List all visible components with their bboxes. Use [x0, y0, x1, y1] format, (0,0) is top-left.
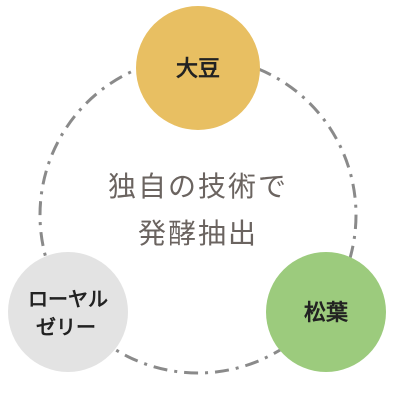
node-matsuba-label: 松葉 [304, 301, 349, 326]
center-text-line1: 独自の技術で [108, 170, 288, 203]
node-daizu: 大豆 [136, 6, 260, 130]
node-daizu-label: 大豆 [176, 57, 220, 82]
node-royal-jelly: ローヤル ゼリー [8, 252, 128, 372]
center-text-line2: 発酵抽出 [138, 217, 258, 250]
node-matsuba: 松葉 [266, 252, 386, 372]
node-royal-jelly-label-line2: ゼリー [36, 315, 96, 339]
node-royal-jelly-circle [8, 252, 128, 372]
node-matsuba-circle [266, 252, 386, 372]
node-royal-jelly-label-line1: ローヤル [28, 287, 108, 311]
node-daizu-circle [136, 6, 260, 130]
